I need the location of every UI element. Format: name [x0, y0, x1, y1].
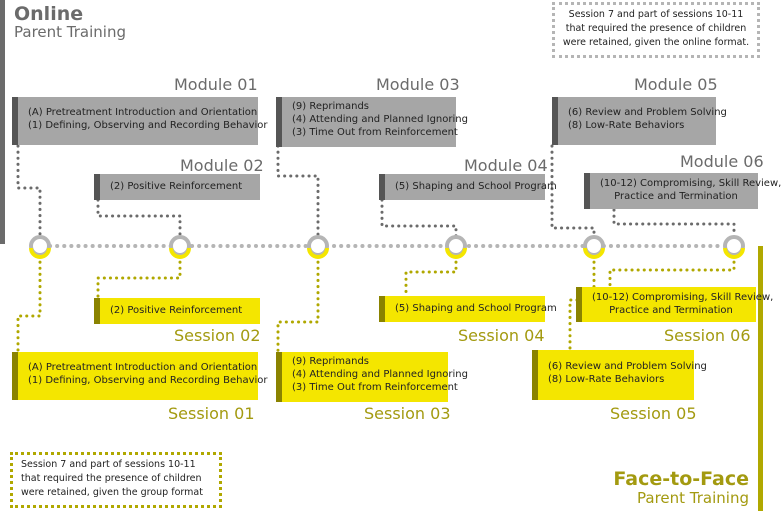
online-connectors	[16, 144, 736, 238]
session-box-01: (A) Pretreatment Introduction and Orient…	[12, 352, 268, 400]
module-label-04: Module 04	[464, 156, 548, 175]
session-box-04: (5) Shaping and School Program	[379, 296, 557, 322]
face-title: Face-to-Face	[613, 468, 749, 490]
module-label-03: Module 03	[376, 75, 460, 94]
module-label-06: Module 06	[680, 152, 764, 171]
module-box-05: (6) Review and Problem Solving (8) Low-R…	[552, 97, 727, 145]
module-label-02: Module 02	[180, 156, 264, 175]
face-side-bar	[758, 246, 763, 511]
session-box-06: (10-12) Compromising, Skill Review, Prac…	[576, 287, 773, 322]
session-box-03: (9) Reprimands (4) Attending and Planned…	[276, 352, 468, 402]
module-box-04: (5) Shaping and School Program	[379, 174, 557, 200]
session-box-02: (2) Positive Reinforcement	[94, 298, 260, 324]
module-label-01: Module 01	[174, 75, 258, 94]
timeline-nodes	[29, 235, 745, 259]
session-label-03: Session 03	[364, 404, 451, 423]
face-subtitle: Parent Training	[637, 489, 749, 507]
online-side-bar	[0, 0, 5, 244]
module-box-06: (10-12) Compromising, Skill Review, Prac…	[584, 173, 781, 209]
session-label-06: Session 06	[664, 326, 751, 345]
online-title: Online	[14, 3, 84, 25]
module-label-05: Module 05	[634, 75, 718, 94]
session-label-04: Session 04	[458, 326, 545, 345]
session-label-01: Session 01	[168, 404, 255, 423]
module-box-02: (2) Positive Reinforcement	[94, 174, 260, 200]
online-subtitle: Parent Training	[14, 23, 126, 41]
module-box-01: (A) Pretreatment Introduction and Orient…	[12, 97, 268, 145]
module-box-03: (9) Reprimands (4) Attending and Planned…	[276, 97, 468, 147]
face-note: Session 7 and part of sessions 10-11 tha…	[10, 452, 222, 508]
session-box-05: (6) Review and Problem Solving (8) Low-R…	[532, 350, 707, 400]
session-label-02: Session 02	[174, 326, 261, 345]
session-label-05: Session 05	[610, 404, 697, 423]
online-note: Session 7 and part of sessions 10-11 tha…	[552, 2, 760, 58]
